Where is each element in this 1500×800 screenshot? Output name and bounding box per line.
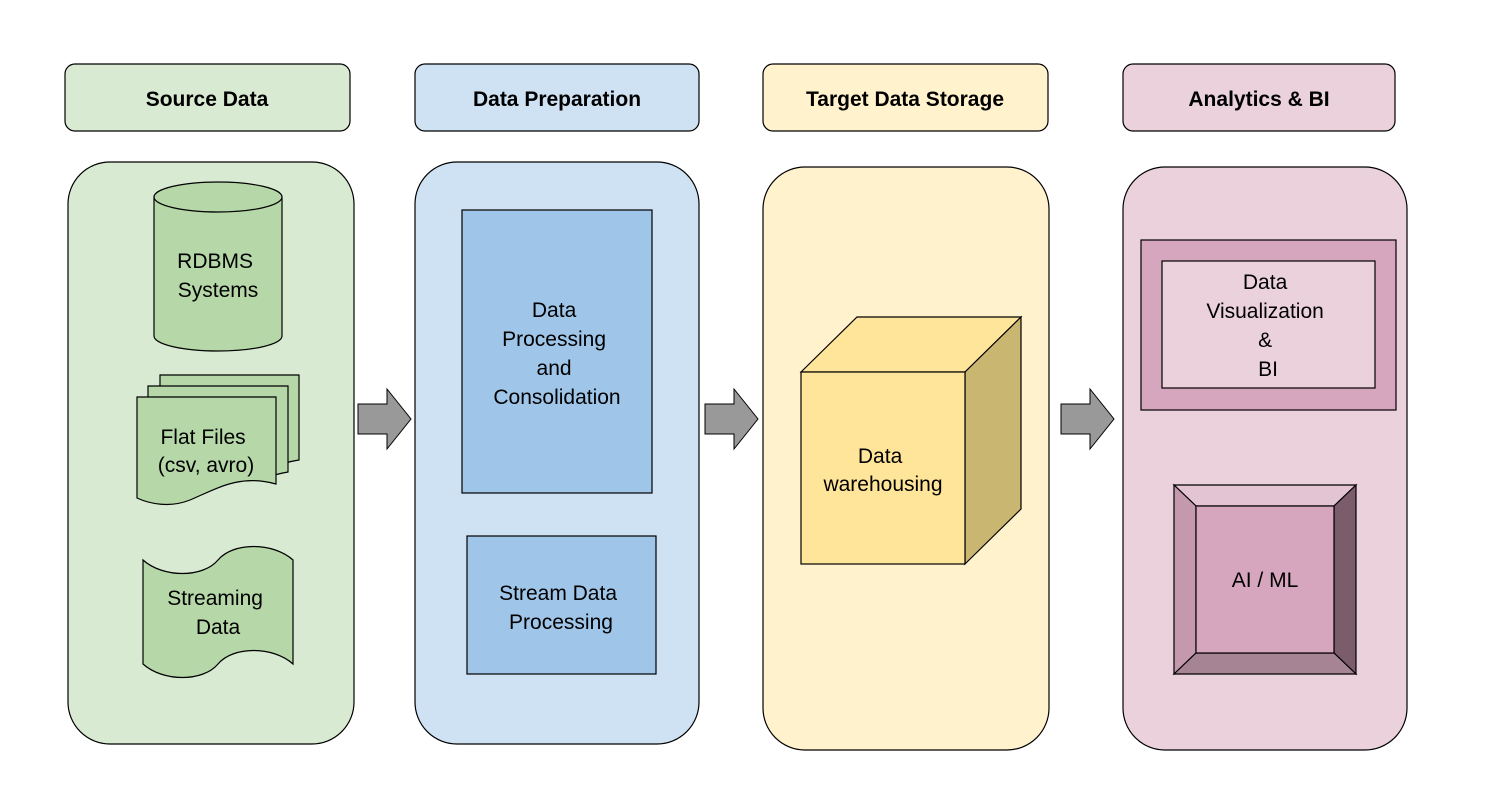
arrow-icon — [704, 387, 759, 451]
streaming-data-label: Streaming Data — [167, 587, 269, 639]
data-visualization-frame: Data Visualization & BI — [1140, 239, 1397, 411]
stage-header-analytics: Analytics & BI — [1122, 63, 1396, 132]
stream-processing-box: Stream Data Processing — [466, 535, 657, 675]
rdbms-label: RDBMS Systems — [177, 250, 259, 302]
arrow-icon — [1060, 387, 1115, 451]
data-visualization-label: Data Visualization & BI — [1206, 271, 1329, 381]
flat-files-label: Flat Files (csv, avro) — [158, 426, 254, 477]
stage-title-preparation: Data Preparation — [473, 88, 641, 111]
arrow-icon — [357, 387, 412, 451]
stage-title-source: Source Data — [146, 88, 269, 111]
flat-files-documents: Flat Files (csv, avro) — [136, 374, 300, 506]
stage-header-preparation: Data Preparation — [414, 63, 700, 132]
stage-title-storage: Target Data Storage — [806, 88, 1004, 111]
data-processing-label: Data Processing and Consolidation — [493, 299, 620, 409]
rdbms-cylinder: RDBMS Systems — [153, 181, 283, 352]
ai-ml-label: AI / ML — [1232, 569, 1299, 592]
stage-header-source: Source Data — [64, 63, 351, 132]
streaming-data-shape: Streaming Data — [142, 545, 294, 679]
data-warehouse-label: Data warehousing — [822, 445, 942, 496]
ai-ml-bevel-box: AI / ML — [1172, 483, 1358, 676]
stream-processing-label: Stream Data Processing — [499, 582, 623, 634]
data-warehouse-cube: Data warehousing — [799, 315, 1023, 566]
data-processing-box: Data Processing and Consolidation — [461, 209, 653, 494]
stage-header-storage: Target Data Storage — [762, 63, 1049, 132]
stage-title-analytics: Analytics & BI — [1188, 88, 1329, 111]
